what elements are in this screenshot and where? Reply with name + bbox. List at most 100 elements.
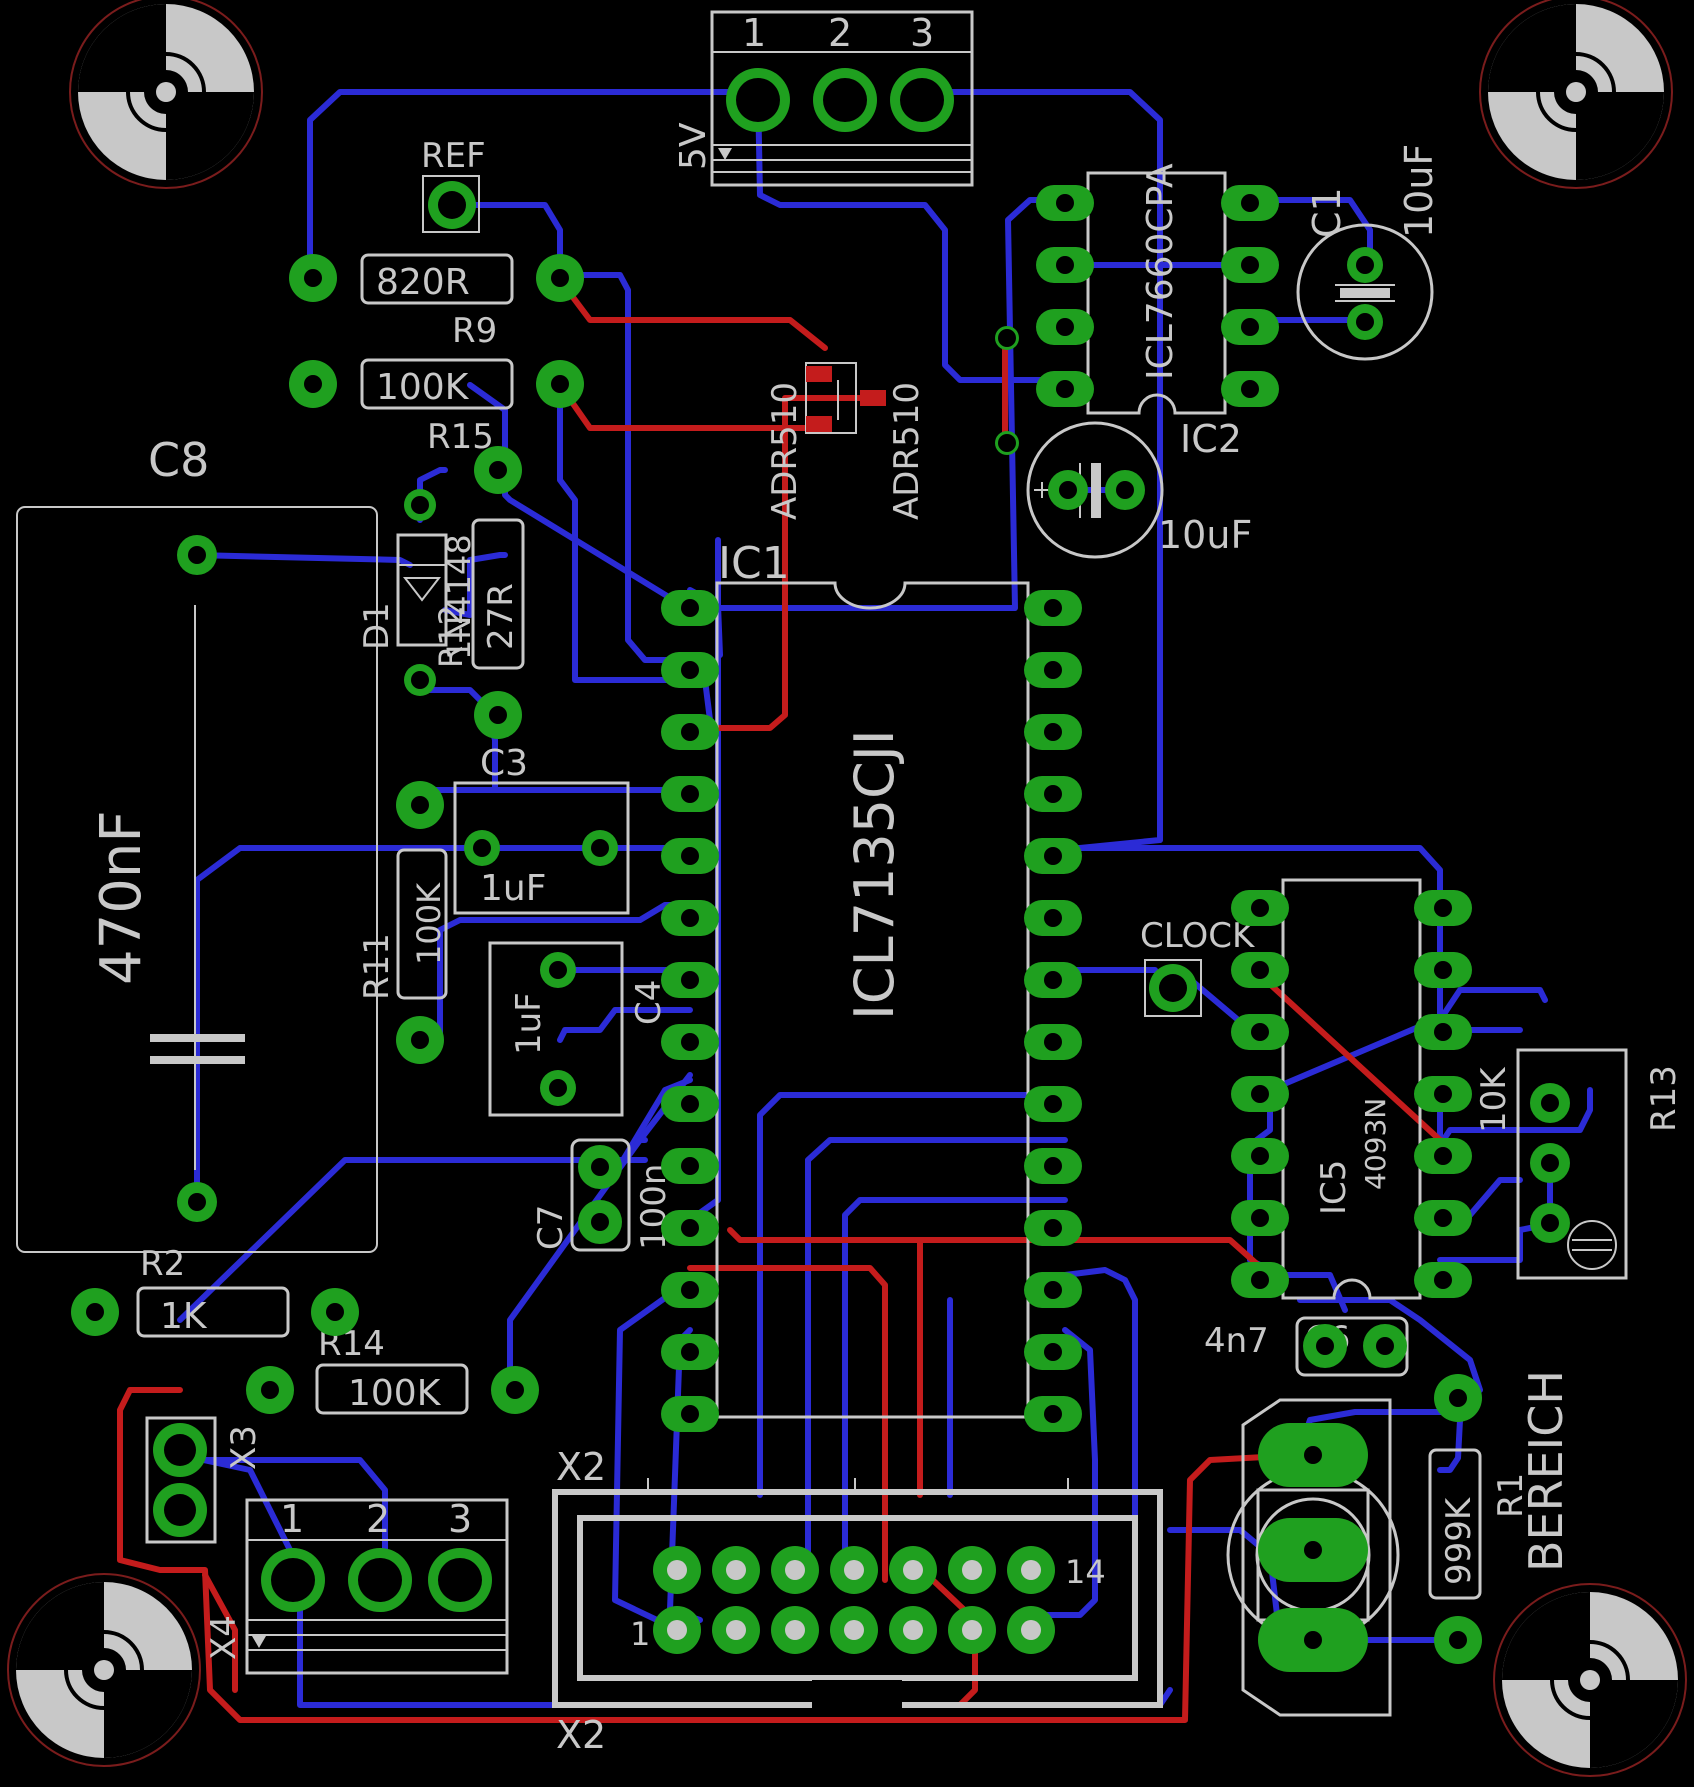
c1-pad	[1347, 247, 1383, 283]
adr510-label-2: ADR510	[887, 382, 927, 520]
ic1-pin-left	[661, 714, 719, 750]
ic5-pin-right	[1414, 1076, 1472, 1112]
ic5-pin-left	[1231, 1076, 1289, 1112]
c6-body	[1295, 1316, 1409, 1377]
r15-pad	[289, 360, 337, 408]
ic5-pin-left	[1231, 1200, 1289, 1236]
ic1-pin-left	[661, 838, 719, 874]
ic5-name: IC5	[1314, 1160, 1354, 1215]
ic5-pin-right	[1414, 1014, 1472, 1050]
top-terminal-pin1-label: 1	[742, 11, 766, 55]
r11-body	[396, 848, 448, 1000]
r2-body	[136, 1286, 290, 1338]
header-pad	[1007, 1546, 1055, 1594]
ic1-pin-left	[661, 1024, 719, 1060]
header-pad	[771, 1606, 819, 1654]
x2-pin1-label: 1	[630, 1615, 650, 1653]
header-pad	[948, 1606, 996, 1654]
ic1-pin-left	[661, 1148, 719, 1184]
x3-pad	[153, 1423, 207, 1477]
ic2-name: IC2	[1180, 417, 1242, 461]
ic1-pin-right	[1024, 1086, 1082, 1122]
r11-pad	[396, 1016, 444, 1064]
c3-body	[453, 781, 630, 915]
ic1-pin-right	[1024, 1396, 1082, 1432]
r9-pad	[536, 254, 584, 302]
ic1-pin-right	[1024, 1210, 1082, 1246]
ic1-pin-left	[661, 1086, 719, 1122]
ic5-pin-right	[1414, 952, 1472, 988]
c2-value: 10uF	[1158, 513, 1252, 557]
c3-value: 1uF	[480, 868, 546, 909]
x4-terminal-pad	[428, 1548, 492, 1612]
r14-pad	[246, 1366, 294, 1414]
ic1-value: ICL7135CJI	[843, 729, 906, 1020]
mounting-hole-bottom-left	[7, 1573, 201, 1767]
r1-body	[1428, 1448, 1482, 1600]
c2-pad	[1048, 470, 1088, 510]
clock-pad	[1149, 964, 1197, 1012]
r11-value: 100K	[410, 882, 448, 965]
r12-pad	[474, 691, 522, 739]
ic1-pin-right	[1024, 652, 1082, 688]
header-pad	[948, 1546, 996, 1594]
x3-label: X3	[224, 1425, 264, 1470]
d1-body	[396, 533, 448, 647]
bereich-pad	[1258, 1423, 1368, 1487]
c7-pad	[578, 1145, 622, 1189]
mounting-hole-top-left	[69, 0, 263, 189]
ic2-pin-left	[1036, 309, 1094, 345]
r2-value: 1K	[160, 1296, 208, 1337]
ic2-pin-right	[1221, 309, 1279, 345]
r9-pad	[289, 254, 337, 302]
header-pad	[653, 1606, 701, 1654]
d1-pad	[404, 664, 436, 696]
r9-body	[360, 253, 514, 305]
x4-pin2-label: 2	[366, 1497, 390, 1541]
ic1-pin-right	[1024, 590, 1082, 626]
ic5-pin-left	[1231, 1014, 1289, 1050]
mounting-hole-top-right	[1479, 0, 1673, 189]
c4-pad	[540, 1070, 576, 1106]
via	[995, 431, 1019, 455]
ic5-pin-right	[1414, 1200, 1472, 1236]
r14-value: 100K	[348, 1373, 442, 1414]
adr510-label-1: ADR510	[765, 382, 805, 520]
c7-body	[570, 1138, 631, 1252]
x4-terminal-block	[245, 1498, 509, 1675]
bereich-label: BEREICH	[1519, 1370, 1573, 1572]
c7-pad	[578, 1200, 622, 1244]
ic1-pin-left	[661, 962, 719, 998]
ref-pad	[428, 181, 476, 229]
r2-pad	[311, 1288, 359, 1336]
supply-label: 5V	[673, 122, 714, 170]
c6-value: 4n7	[1204, 1321, 1269, 1361]
r12-body	[471, 518, 525, 670]
x4-terminal-pad	[348, 1548, 412, 1612]
c3-pad	[582, 830, 618, 866]
header-pad	[830, 1546, 878, 1594]
top-terminal-pad	[726, 68, 790, 132]
ic2-pin-right	[1221, 371, 1279, 407]
ic2-value: ICL7660CPA	[1140, 163, 1181, 380]
r14-body	[315, 1363, 469, 1415]
r13-value: 10K	[1474, 1066, 1514, 1133]
r13-name: R13	[1644, 1065, 1684, 1132]
c7-name: C7	[531, 1205, 571, 1250]
ref-label: REF	[421, 136, 486, 176]
c4-pad	[540, 952, 576, 988]
ic1-pin-left	[661, 1334, 719, 1370]
ic5-pin-left	[1231, 1262, 1289, 1298]
ref-testpoint-outline	[422, 175, 480, 233]
x2-header-outline	[552, 1478, 1163, 1710]
ic1-pin-left	[661, 652, 719, 688]
ic5-pin-left	[1231, 1138, 1289, 1174]
c1-name: C1	[1305, 187, 1349, 238]
x3-pad	[153, 1483, 207, 1537]
ic5-pin-left	[1231, 952, 1289, 988]
top-copper-traces	[117, 277, 1463, 1723]
r1-pad	[1434, 1616, 1482, 1664]
ic1-pin-left	[661, 1210, 719, 1246]
c6-pad	[1303, 1324, 1347, 1368]
c2-pad	[1105, 470, 1145, 510]
